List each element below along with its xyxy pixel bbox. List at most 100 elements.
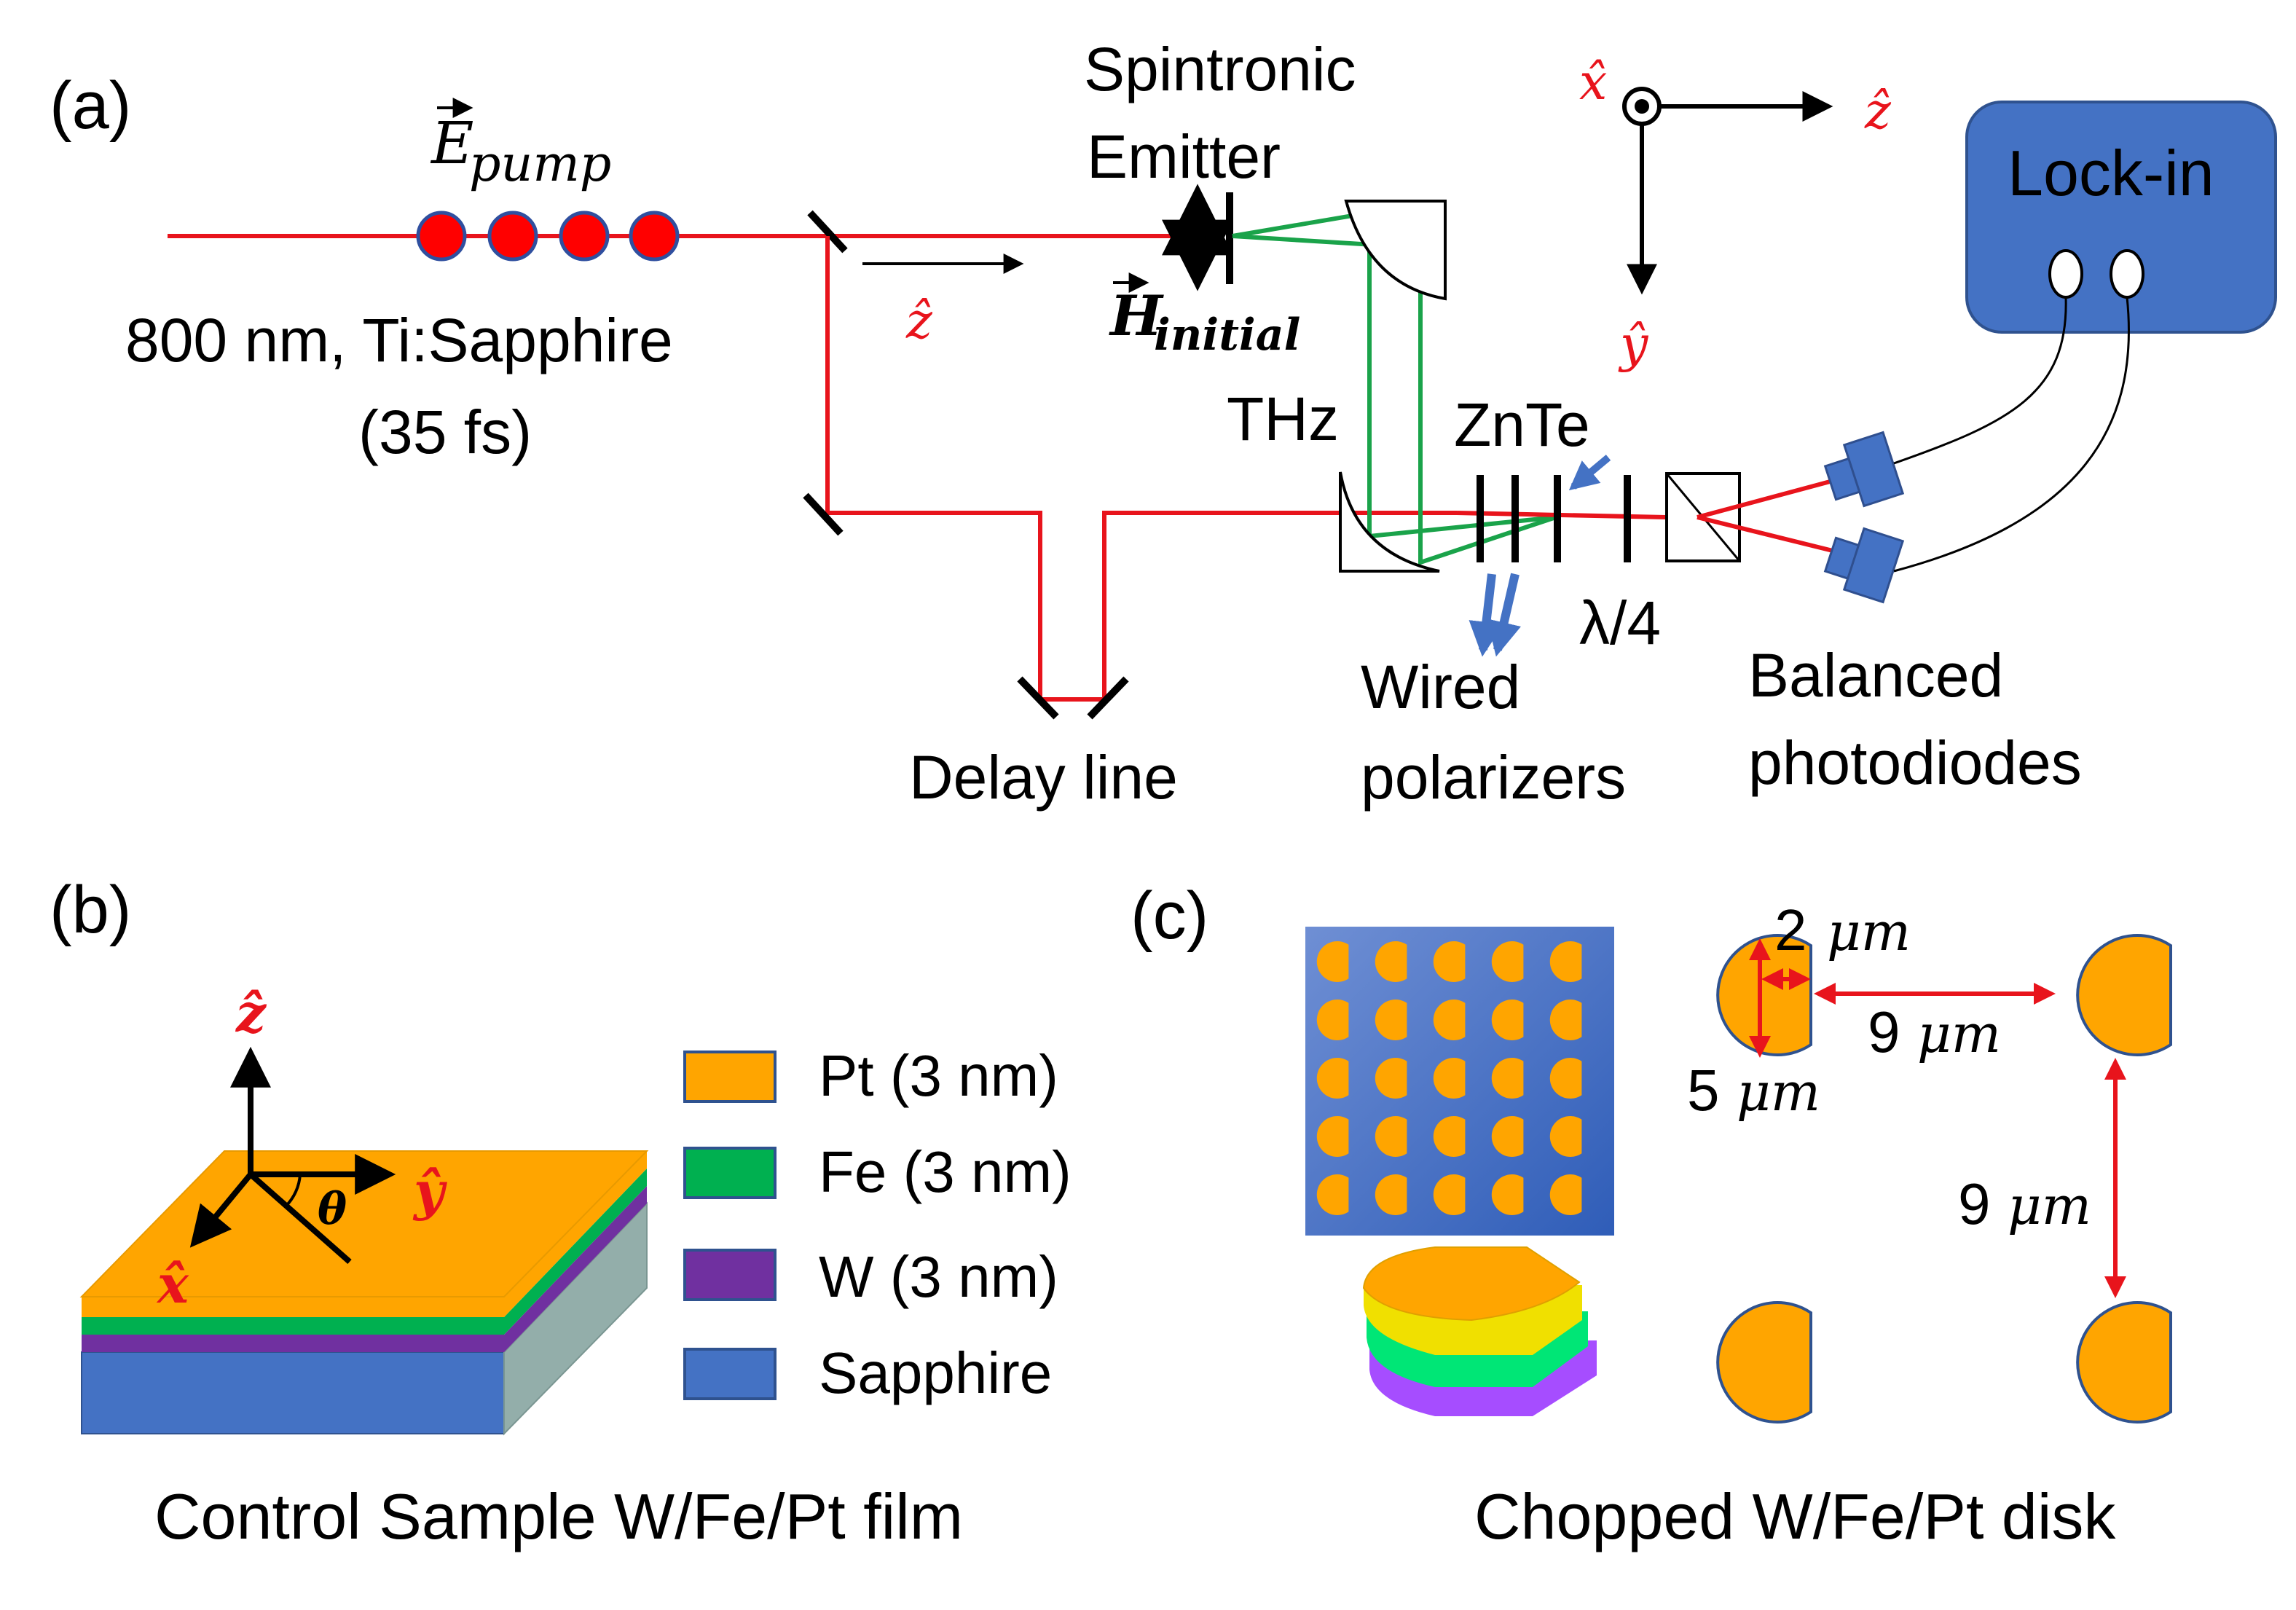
array-disk xyxy=(1316,1116,1349,1157)
delay-line-label: Delay line xyxy=(909,743,1178,812)
dim-spacing-v-value: 9 xyxy=(1958,1171,1991,1236)
panel-b: (b) ẑ ŷ x̂ θ xyxy=(50,873,1072,1552)
setup-axis-z-label: ẑ xyxy=(1864,83,1892,141)
setup-axes: x̂ ẑ ŷ xyxy=(1579,54,1892,374)
panel-a-label: (a) xyxy=(50,68,131,143)
array-disk xyxy=(1433,1116,1466,1157)
dim-spacing-h-value: 9 xyxy=(1868,1000,1900,1064)
photodiodes-label-line2: photodiodes xyxy=(1748,729,2082,797)
pump-polarization-dots xyxy=(416,211,680,262)
legend-swatch-pt xyxy=(683,1051,777,1103)
signal-cable-1 xyxy=(1893,297,2067,465)
dim-spacing-h-label: 9 μm xyxy=(1868,1000,2001,1064)
delay-mirror-left xyxy=(1017,676,1059,720)
dim-spacing-v-unit: μm xyxy=(2008,1175,2091,1236)
array-disk xyxy=(1549,1116,1582,1157)
pt-layer-side xyxy=(504,1151,647,1317)
emitter-label-line2: Emitter xyxy=(1087,122,1281,191)
setup-axis-y-label: ŷ xyxy=(1618,316,1649,374)
parabolic-mirror-upper xyxy=(1344,200,1447,301)
disk-array xyxy=(1316,941,1582,1216)
dim-diameter-value: 5 xyxy=(1687,1058,1720,1123)
disk-caption: Chopped W/Fe/Pt disk xyxy=(1474,1480,2116,1552)
dim-diameter-unit: μm xyxy=(1737,1061,1820,1123)
legend-swatch-fe xyxy=(683,1147,777,1199)
polarizers-label-line1: Wired xyxy=(1361,653,1520,721)
sapphire-side xyxy=(503,1201,648,1436)
film-axis-y-label: ŷ xyxy=(412,1160,447,1222)
w-layer-side xyxy=(504,1186,647,1352)
panel-a: (a) E pump 800 nm, Ti:Sapphire (35 fs) ẑ… xyxy=(50,35,2277,812)
photodiodes-label-line1: Balanced xyxy=(1748,641,2003,710)
dim-chord-unit: μm xyxy=(1827,901,1911,962)
photodiode-lower xyxy=(1823,527,1905,604)
fe-layer-front xyxy=(82,1317,504,1335)
array-disk xyxy=(1433,1174,1466,1216)
array-disk xyxy=(1549,1174,1582,1216)
sapphire-front xyxy=(81,1351,505,1434)
dim-spacing-v-label: 9 μm xyxy=(1958,1171,2091,1236)
thz-beam xyxy=(1232,210,1557,566)
array-disk xyxy=(1549,1058,1582,1099)
array-disk xyxy=(1316,941,1349,982)
legend-label-w: W (3 nm) xyxy=(819,1244,1058,1309)
polarizer-pointer-arrow-2 xyxy=(1487,573,1522,657)
dim-chord-value: 2 xyxy=(1774,898,1807,962)
laser-label-line2: (35 fs) xyxy=(358,398,532,466)
chopped-disk-bl xyxy=(1716,1301,1812,1424)
panel-c: (c) 2 μm xyxy=(1131,879,2172,1552)
panel-b-label: (b) xyxy=(50,873,131,947)
array-disk xyxy=(1433,999,1466,1040)
film-axes: ẑ ŷ x̂ θ xyxy=(156,982,447,1315)
polarizer-pointer-arrow-1 xyxy=(1469,573,1504,657)
split-beam-upper xyxy=(1697,479,1833,519)
array-disk xyxy=(1491,1174,1524,1216)
array-disk xyxy=(1491,1058,1524,1099)
split-beam-lower xyxy=(1697,515,1833,553)
polarization-dot xyxy=(416,211,467,262)
lockin-label: Lock-in xyxy=(2008,137,2214,209)
initial-field-subscript: initial xyxy=(1154,310,1300,361)
film-stack xyxy=(79,1150,649,1436)
film-angle-label: θ xyxy=(318,1184,347,1235)
w-layer-front xyxy=(82,1335,504,1352)
array-disk xyxy=(1433,941,1466,982)
quarter-wave-label: λ/4 xyxy=(1579,589,1661,657)
legend-label-pt: Pt (3 nm) xyxy=(819,1043,1058,1108)
fe-layer-side xyxy=(504,1169,647,1335)
film-caption: Control Sample W/Fe/Pt film xyxy=(154,1480,963,1552)
array-disk xyxy=(1491,999,1524,1040)
initial-field-label: H initial xyxy=(1109,272,1300,361)
dim-spacing-h-unit: μm xyxy=(1917,1003,2001,1064)
array-disk xyxy=(1375,1058,1407,1099)
probe-beam-detection xyxy=(1456,511,1667,519)
array-disk xyxy=(1433,1058,1466,1099)
znte-pointer-arrow xyxy=(1568,455,1611,491)
emitter-label-line1: Spintronic xyxy=(1084,35,1356,103)
array-disk xyxy=(1375,941,1407,982)
array-disk xyxy=(1375,1116,1407,1157)
film-axis-z-label: ẑ xyxy=(235,982,267,1044)
photodiode-upper xyxy=(1823,431,1905,508)
laser-label-line1: 800 nm, Ti:Sapphire xyxy=(125,306,673,374)
znte-label: ZnTe xyxy=(1454,390,1590,459)
dim-diameter-label: 5 μm xyxy=(1687,1058,1820,1123)
probe-mirror xyxy=(803,492,844,536)
array-disk xyxy=(1491,941,1524,982)
array-disk xyxy=(1375,999,1407,1040)
array-disk xyxy=(1316,1058,1349,1099)
array-disk xyxy=(1316,999,1349,1040)
legend-swatch-w xyxy=(683,1249,777,1301)
polarization-dot xyxy=(559,211,610,262)
polarizers-label-line2: polarizers xyxy=(1361,743,1626,812)
film-axis-x-label: x̂ xyxy=(156,1253,189,1315)
beam-splitter xyxy=(807,210,848,254)
thz-label: THz xyxy=(1227,385,1339,453)
array-disk xyxy=(1549,999,1582,1040)
chopped-disk-tr xyxy=(2076,934,2172,1056)
panel-c-label: (c) xyxy=(1131,879,1208,953)
legend-label-fe: Fe (3 nm) xyxy=(819,1139,1072,1204)
array-disk xyxy=(1375,1174,1407,1216)
pump-vector-subscript: pump xyxy=(469,136,611,193)
array-disk xyxy=(1316,1174,1349,1216)
